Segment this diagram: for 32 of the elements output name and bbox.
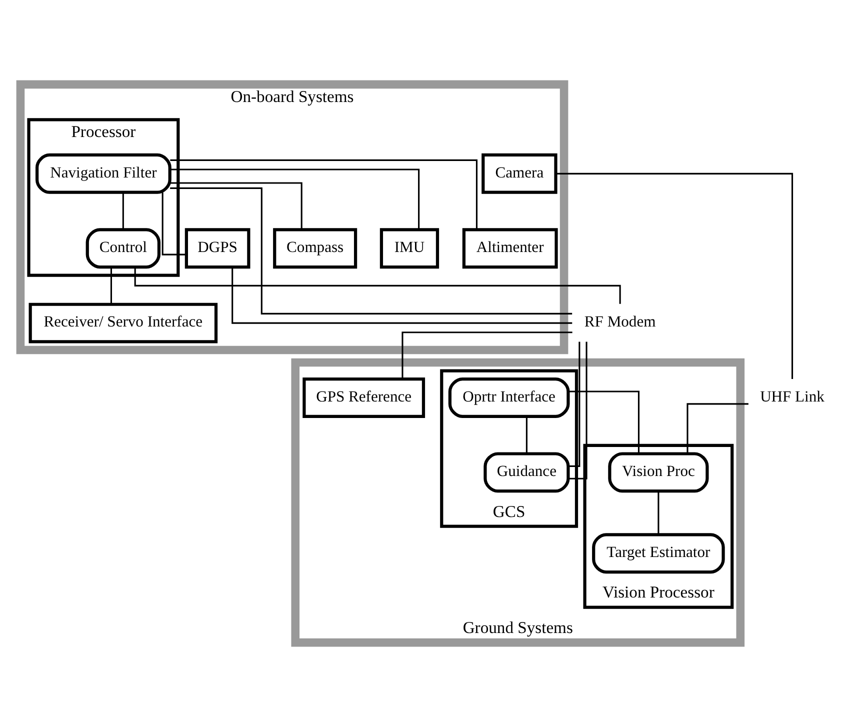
connector [170,158,478,230]
node-box: Target Estimator [592,532,725,574]
node-box: Vision Proc [608,452,709,492]
connector [162,192,186,255]
node-box: Control [86,228,161,268]
connector [170,168,420,230]
node-box: Guidance [484,452,570,492]
node-box: Receiver/ Servo Interface [28,302,218,343]
connector [134,266,621,304]
node-text: RF Modem [584,313,656,330]
connector [568,390,640,454]
node-text: UHF Link [760,388,824,405]
connector [526,416,528,453]
connector [568,341,580,466]
node-box: Altimenter [462,228,558,268]
node-box: Oprtr Interface [448,377,570,418]
connector [170,182,302,229]
node-box: Compass [273,228,358,268]
connector [658,490,660,534]
connector [122,192,124,229]
connector [232,266,572,324]
node-box: DGPS [184,228,250,268]
node-box: Navigation Filter [36,152,172,194]
connector [556,172,794,379]
node-box: GPS Reference [302,377,426,418]
connector [686,402,748,454]
connector [568,341,588,479]
connector [402,331,572,378]
connector [170,186,572,314]
node-box: IMU [380,228,440,268]
connector [110,266,112,304]
node-box: Camera [482,152,558,194]
